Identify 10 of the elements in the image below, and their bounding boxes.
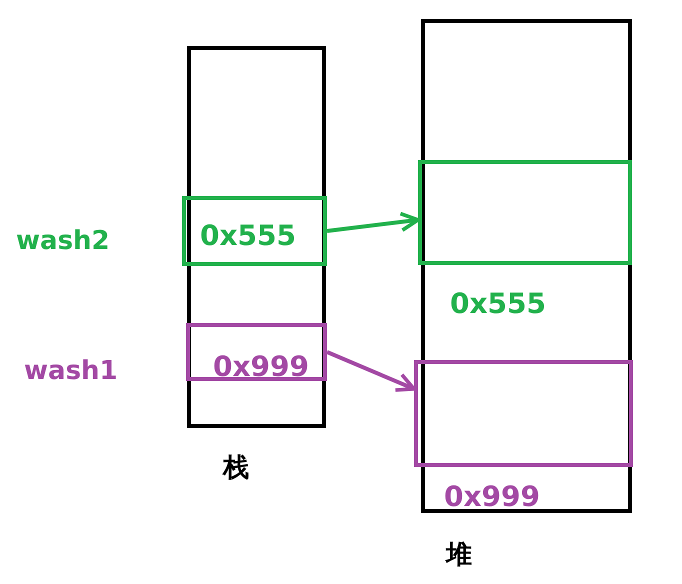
arrow bbox=[326, 212, 420, 233]
arrow bbox=[326, 350, 416, 392]
variable-name: wash2 bbox=[16, 228, 110, 254]
address-value: 0x555 bbox=[450, 290, 546, 318]
variable-name: wash1 bbox=[24, 358, 118, 384]
region-heading: 堆 bbox=[446, 542, 472, 568]
address-value: 0x999 bbox=[213, 353, 309, 381]
address-value: 0x999 bbox=[444, 483, 540, 511]
address-value: 0x555 bbox=[200, 222, 296, 250]
region-heading: 栈 bbox=[223, 455, 249, 481]
